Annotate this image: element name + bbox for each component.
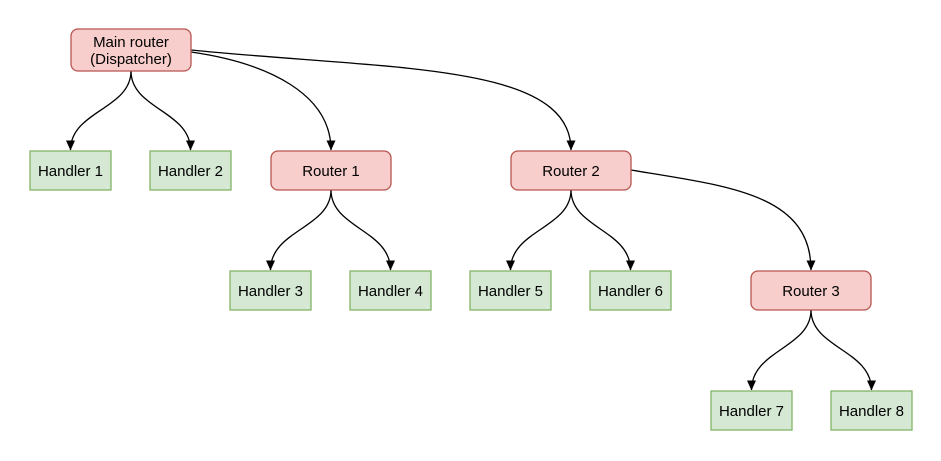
node-handler-6: Handler 6 [589,270,672,311]
handler-2-box [149,150,232,191]
main-router-box [70,28,192,72]
edge-router-3-to-handler-8 [810,309,876,391]
node-handler-8: Handler 8 [830,390,913,431]
router-2-label: Router 2 [542,163,600,180]
edge-router-2-to-handler-6 [570,189,635,271]
edge-main-router-to-router-2 [190,49,576,151]
handler-7-label: Handler 7 [719,403,784,420]
router-1-label: Router 1 [302,163,360,180]
edge-router-1-to-handler-4 [330,189,395,271]
node-handler-4: Handler 4 [349,270,432,311]
handler-1-label: Handler 1 [38,163,103,180]
handler-3-label: Handler 3 [238,283,303,300]
node-handler-1: Handler 1 [29,150,112,191]
handler-2-label: Handler 2 [158,163,223,180]
router-3-box [750,270,872,311]
handler-8-label: Handler 8 [839,403,904,420]
edge-main-router-to-handler-1 [66,70,132,151]
edge-router-1-to-handler-3 [266,189,332,271]
handler-5-label: Handler 5 [478,283,543,300]
node-router-3: Router 3 [750,270,872,311]
handler-4-label: Handler 4 [358,283,423,300]
node-router-1: Router 1 [270,150,392,191]
edge-router-3-to-handler-7 [747,309,812,391]
main-router-label-line2: (Dispatcher) [90,51,172,68]
node-handler-2: Handler 2 [149,150,232,191]
router-1-box [270,150,392,191]
edge-router-2-to-router-3 [630,169,816,271]
node-router-2: Router 2 [510,150,632,191]
handler-6-box [589,270,672,311]
handler-1-box [29,150,112,191]
handler-4-box [349,270,432,311]
handler-5-box [469,270,552,311]
main-router-label-line1: Main router [93,34,169,51]
handler-8-box [830,390,913,431]
edge-router-2-to-handler-5 [506,189,572,271]
node-handler-5: Handler 5 [469,270,552,311]
handler-3-box [229,270,312,311]
edge-main-router-to-router-1 [190,51,336,151]
router-2-box [510,150,632,191]
handler-6-label: Handler 6 [598,283,663,300]
edge-main-router-to-handler-2 [130,70,195,151]
node-main-router: Main router (Dispatcher) [70,28,192,72]
router-3-label: Router 3 [782,283,840,300]
handler-7-box [710,390,793,431]
edges [66,49,876,391]
node-handler-3: Handler 3 [229,270,312,311]
node-handler-7: Handler 7 [710,390,793,431]
